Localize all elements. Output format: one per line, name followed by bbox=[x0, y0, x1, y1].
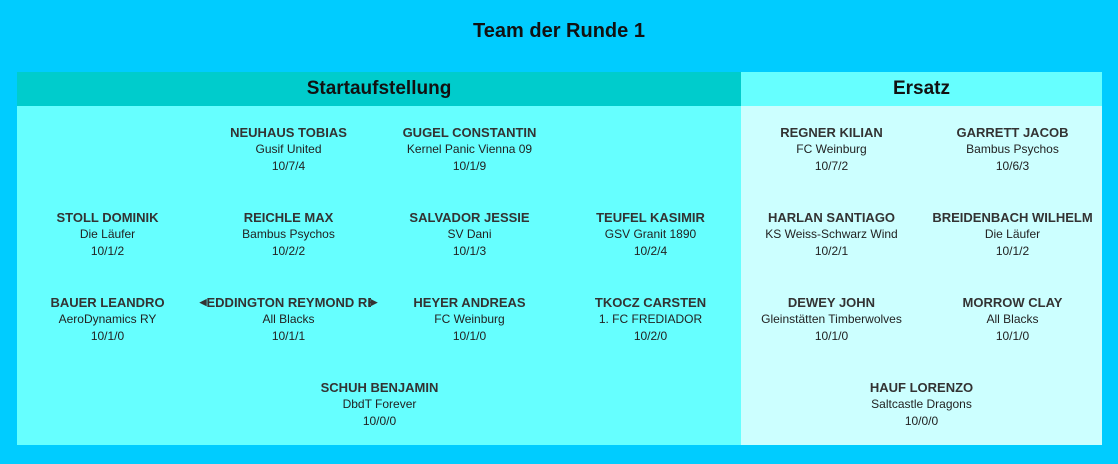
player-card[interactable]: NEUHAUS TOBIAS Gusif United 10/7/4 bbox=[198, 124, 379, 175]
player-score: 10/1/3 bbox=[452, 244, 487, 258]
startaufstellung-header: Startaufstellung bbox=[17, 72, 741, 106]
player-club: Bambus Psychos bbox=[966, 142, 1059, 156]
player-name: HEYER ANDREAS bbox=[413, 295, 526, 310]
player-name: EDDINGTON REYMOND RE bbox=[206, 295, 371, 310]
player-club: Die Läufer bbox=[79, 227, 136, 241]
player-card[interactable]: SCHUH BENJAMIN DbdT Forever 10/0/0 bbox=[289, 379, 470, 430]
player-card[interactable]: DEWEY JOHN Gleinstätten Timberwolves 10/… bbox=[741, 294, 922, 345]
player-card[interactable]: MORROW CLAY All Blacks 10/1/0 bbox=[922, 294, 1103, 345]
player-club: Die Läufer bbox=[984, 227, 1041, 241]
player-name: BAUER LEANDRO bbox=[50, 295, 165, 310]
player-score: 10/1/9 bbox=[452, 159, 487, 173]
player-club: Saltcastle Dragons bbox=[871, 397, 972, 411]
player-score: 10/1/0 bbox=[814, 329, 849, 343]
player-name: DEWEY JOHN bbox=[787, 295, 876, 310]
player-card[interactable]: TKOCZ CARSTEN 1. FC FREDIADOR 10/2/0 bbox=[560, 294, 741, 345]
page-title: Team der Runde 1 bbox=[473, 20, 645, 42]
player-club: SV Dani bbox=[447, 227, 492, 241]
player-card[interactable]: REGNER KILIAN FC Weinburg 10/7/2 bbox=[741, 124, 922, 175]
player-club: All Blacks bbox=[262, 312, 315, 326]
scroll-left-icon: ◀ bbox=[199, 297, 207, 307]
player-club: AeroDynamics RY bbox=[58, 312, 157, 326]
player-card[interactable]: HAUF LORENZO Saltcastle Dragons 10/0/0 bbox=[831, 379, 1012, 430]
startaufstellung-panel: Startaufstellung NEUHAUS TOBIAS Gusif Un… bbox=[17, 72, 741, 445]
player-name: STOLL DOMINIK bbox=[56, 210, 159, 225]
player-card[interactable]: BAUER LEANDRO AeroDynamics RY 10/1/0 bbox=[17, 294, 198, 345]
ersatz-panel: Ersatz REGNER KILIAN FC Weinburg 10/7/2 … bbox=[741, 72, 1102, 445]
player-name: NEUHAUS TOBIAS bbox=[230, 125, 347, 140]
player-card[interactable]: GUGEL CONSTANTIN Kernel Panic Vienna 09 … bbox=[379, 124, 560, 175]
player-score: 10/7/4 bbox=[271, 159, 306, 173]
player-score: 10/1/2 bbox=[995, 244, 1030, 258]
player-card[interactable]: ◀ EDDINGTON REYMOND RE ▶ All Blacks 10/1… bbox=[198, 294, 379, 345]
player-card[interactable]: REICHLE MAX Bambus Psychos 10/2/2 bbox=[198, 209, 379, 260]
player-card[interactable]: HARLAN SANTIAGO KS Weiss-Schwarz Wind 10… bbox=[741, 209, 922, 260]
scroll-right-icon: ▶ bbox=[370, 297, 378, 307]
player-name: GUGEL CONSTANTIN bbox=[402, 125, 537, 140]
player-score: 10/2/1 bbox=[814, 244, 849, 258]
player-name: HARLAN SANTIAGO bbox=[767, 210, 896, 225]
player-club: Gusif United bbox=[255, 142, 322, 156]
player-score: 10/1/2 bbox=[90, 244, 125, 258]
player-club: Gleinstätten Timberwolves bbox=[761, 312, 902, 326]
player-score: 10/0/0 bbox=[362, 414, 397, 428]
player-name: MORROW CLAY bbox=[962, 295, 1063, 310]
ersatz-header: Ersatz bbox=[741, 72, 1102, 106]
player-score: 10/2/2 bbox=[271, 244, 306, 258]
player-name: SALVADOR JESSIE bbox=[409, 210, 530, 225]
player-name: HAUF LORENZO bbox=[869, 380, 974, 395]
player-club: FC Weinburg bbox=[796, 142, 867, 156]
player-name: REICHLE MAX bbox=[243, 210, 334, 225]
player-name: TEUFEL KASIMIR bbox=[596, 210, 705, 225]
player-card[interactable]: STOLL DOMINIK Die Läufer 10/1/2 bbox=[17, 209, 198, 260]
player-card[interactable]: SALVADOR JESSIE SV Dani 10/1/3 bbox=[379, 209, 560, 260]
player-card[interactable]: TEUFEL KASIMIR GSV Granit 1890 10/2/4 bbox=[560, 209, 741, 260]
player-score: 10/2/4 bbox=[633, 244, 668, 258]
player-score: 10/1/0 bbox=[995, 329, 1030, 343]
player-score: 10/1/0 bbox=[90, 329, 125, 343]
player-name: BREIDENBACH WILHELM bbox=[932, 210, 1093, 225]
player-score: 10/7/2 bbox=[814, 159, 849, 173]
player-name: TKOCZ CARSTEN bbox=[594, 295, 707, 310]
player-club: 1. FC FREDIADOR bbox=[598, 312, 703, 326]
player-score: 10/1/0 bbox=[452, 329, 487, 343]
player-name: REGNER KILIAN bbox=[780, 125, 883, 140]
player-club: DbdT Forever bbox=[342, 397, 417, 411]
player-card[interactable]: GARRETT JACOB Bambus Psychos 10/6/3 bbox=[922, 124, 1103, 175]
player-club: GSV Granit 1890 bbox=[604, 227, 697, 241]
player-club: All Blacks bbox=[986, 312, 1039, 326]
player-score: 10/6/3 bbox=[995, 159, 1030, 173]
player-name: SCHUH BENJAMIN bbox=[320, 380, 439, 395]
player-card[interactable]: BREIDENBACH WILHELM Die Läufer 10/1/2 bbox=[922, 209, 1103, 260]
player-club: Kernel Panic Vienna 09 bbox=[406, 142, 533, 156]
player-club: Bambus Psychos bbox=[242, 227, 335, 241]
player-club: FC Weinburg bbox=[434, 312, 505, 326]
marquee-name: ◀ EDDINGTON REYMOND RE ▶ bbox=[198, 294, 379, 311]
player-score: 10/0/0 bbox=[904, 414, 939, 428]
player-card[interactable]: HEYER ANDREAS FC Weinburg 10/1/0 bbox=[379, 294, 560, 345]
player-name: GARRETT JACOB bbox=[956, 125, 1069, 140]
player-club: KS Weiss-Schwarz Wind bbox=[765, 227, 898, 241]
player-score: 10/1/1 bbox=[271, 329, 306, 343]
player-score: 10/2/0 bbox=[633, 329, 668, 343]
